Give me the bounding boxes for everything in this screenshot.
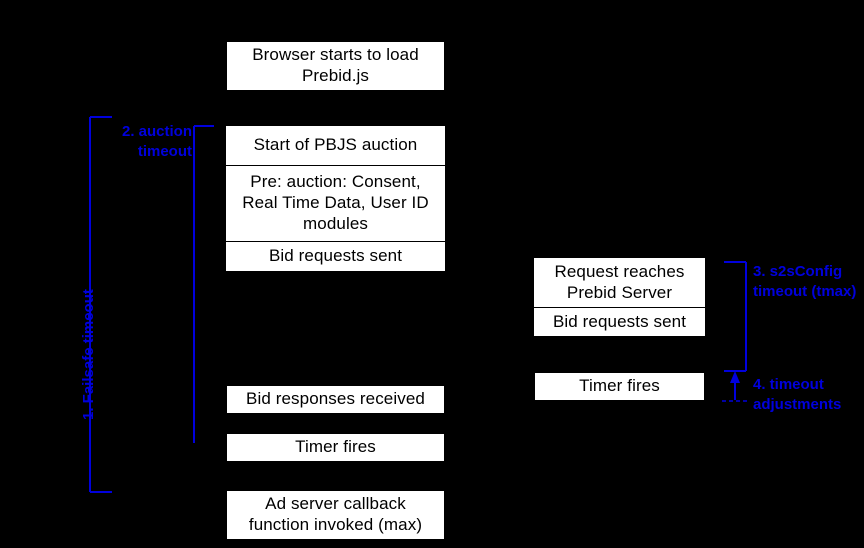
auction-timeout-bracket	[193, 125, 214, 443]
label-auction-timeout-line1: 2. auction	[121, 123, 192, 140]
label-timeout-adjustments: 4. timeout adjustments	[753, 375, 863, 414]
label-s2sconfig-timeout-line1: 3. s2sConfig	[753, 263, 843, 280]
box-bid-requests-sent-server[interactable]: Bid requests sent	[534, 308, 705, 336]
label-timeout-adjustments-line1: 4. timeout	[753, 376, 824, 393]
label-auction-timeout: 2. auction timeout	[108, 122, 192, 161]
box-browser-load[interactable]: Browser starts to load Prebid.js	[226, 41, 445, 91]
server-box-stack: Request reaches Prebid Server Bid reques…	[534, 258, 705, 336]
box-timer-fires-server[interactable]: Timer fires	[534, 372, 705, 401]
box-timer-fires-client[interactable]: Timer fires	[226, 433, 445, 462]
label-timeout-adjustments-line2: adjustments	[753, 395, 842, 413]
label-failsafe-timeout: 1. Failsafe timeout	[80, 289, 97, 420]
s2sconfig-timeout-bracket	[724, 261, 747, 372]
timeout-adjustments-arrow	[722, 371, 748, 402]
box-bid-responses-received[interactable]: Bid responses received	[226, 385, 445, 414]
box-bid-requests-sent[interactable]: Bid requests sent	[226, 242, 445, 271]
auction-box-stack: Start of PBJS auction Pre: auction: Cons…	[226, 126, 445, 271]
box-auction-start[interactable]: Start of PBJS auction	[226, 126, 445, 166]
label-auction-timeout-line2: timeout	[137, 142, 192, 160]
label-s2sconfig-timeout: 3. s2sConfig timeout (tmax)	[753, 262, 863, 301]
box-ad-server-callback[interactable]: Ad server callback function invoked (max…	[226, 490, 445, 540]
label-s2sconfig-timeout-line2: timeout (tmax)	[753, 282, 857, 300]
box-pre-auction[interactable]: Pre: auction: Consent, Real Time Data, U…	[226, 166, 445, 242]
box-request-reaches-server[interactable]: Request reaches Prebid Server	[534, 258, 705, 308]
